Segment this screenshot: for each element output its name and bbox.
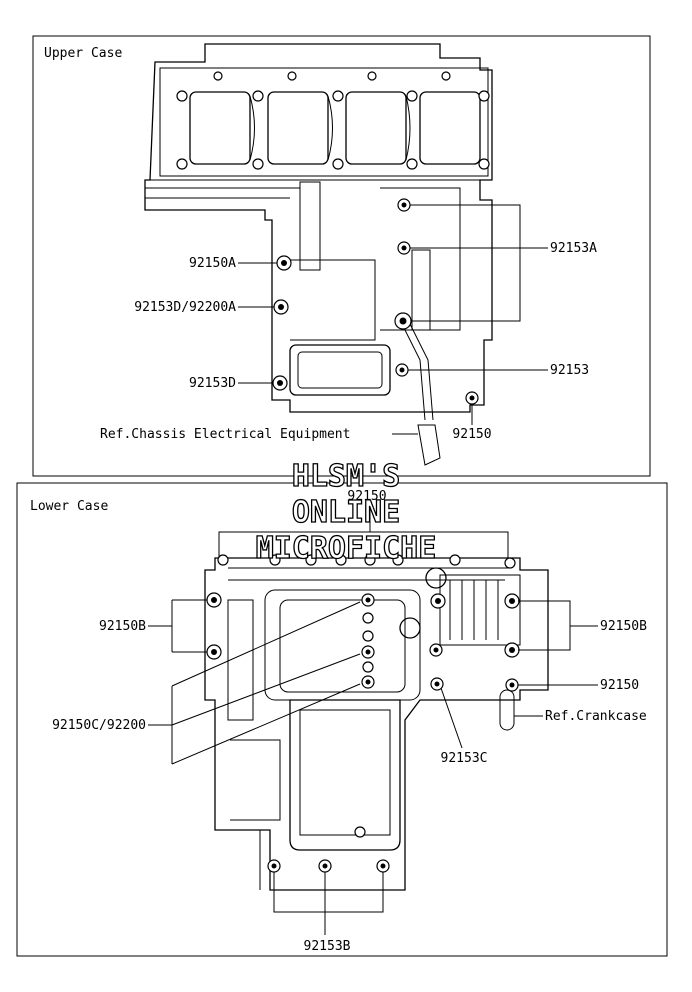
label-92150C-92200: 92150C/92200 bbox=[52, 718, 146, 733]
lower-bolts bbox=[206, 554, 520, 873]
label-92153D-92200A: 92153D/92200A bbox=[134, 300, 236, 315]
watermark-line-1: HLSM'S bbox=[292, 459, 400, 494]
cylinder-bores bbox=[189, 91, 481, 165]
ref-chassis-electrical: Ref.Chassis Electrical Equipment bbox=[100, 427, 350, 442]
lower-case-panel: Lower Case bbox=[16, 482, 668, 957]
label-92150-right: 92150 bbox=[600, 678, 639, 693]
lower-case-title: Lower Case bbox=[30, 499, 108, 514]
lower-panel-frame bbox=[16, 482, 668, 957]
watermark-line-3: MICROFICHE bbox=[256, 531, 437, 566]
label-92153D: 92153D bbox=[189, 376, 236, 391]
ref-crankcase: Ref.Crankcase bbox=[545, 709, 647, 724]
upper-panel-frame bbox=[32, 35, 651, 477]
watermark: HLSM'S ONLINE MICROFICHE bbox=[255, 458, 437, 566]
label-92150-upper: 92150 bbox=[452, 427, 491, 442]
stud-holes bbox=[176, 71, 490, 170]
label-92153B: 92153B bbox=[304, 939, 351, 954]
lower-crankcase-drawing bbox=[204, 557, 549, 891]
lower-leader-lines bbox=[148, 503, 598, 935]
label-92153: 92153 bbox=[550, 363, 589, 378]
label-92153C: 92153C bbox=[441, 751, 488, 766]
label-92153A: 92153A bbox=[550, 241, 597, 256]
upper-case-title: Upper Case bbox=[44, 46, 122, 61]
upper-leader-lines bbox=[238, 204, 548, 435]
label-92150-lower-top: 92150 bbox=[347, 489, 386, 504]
label-92150B-right: 92150B bbox=[600, 619, 647, 634]
upper-case-panel: Upper Case bbox=[32, 35, 651, 477]
label-92150A: 92150A bbox=[189, 256, 236, 271]
upper-crankcase-drawing bbox=[144, 43, 493, 466]
watermark-line-2: ONLINE bbox=[292, 495, 400, 530]
label-92150B-left: 92150B bbox=[99, 619, 146, 634]
